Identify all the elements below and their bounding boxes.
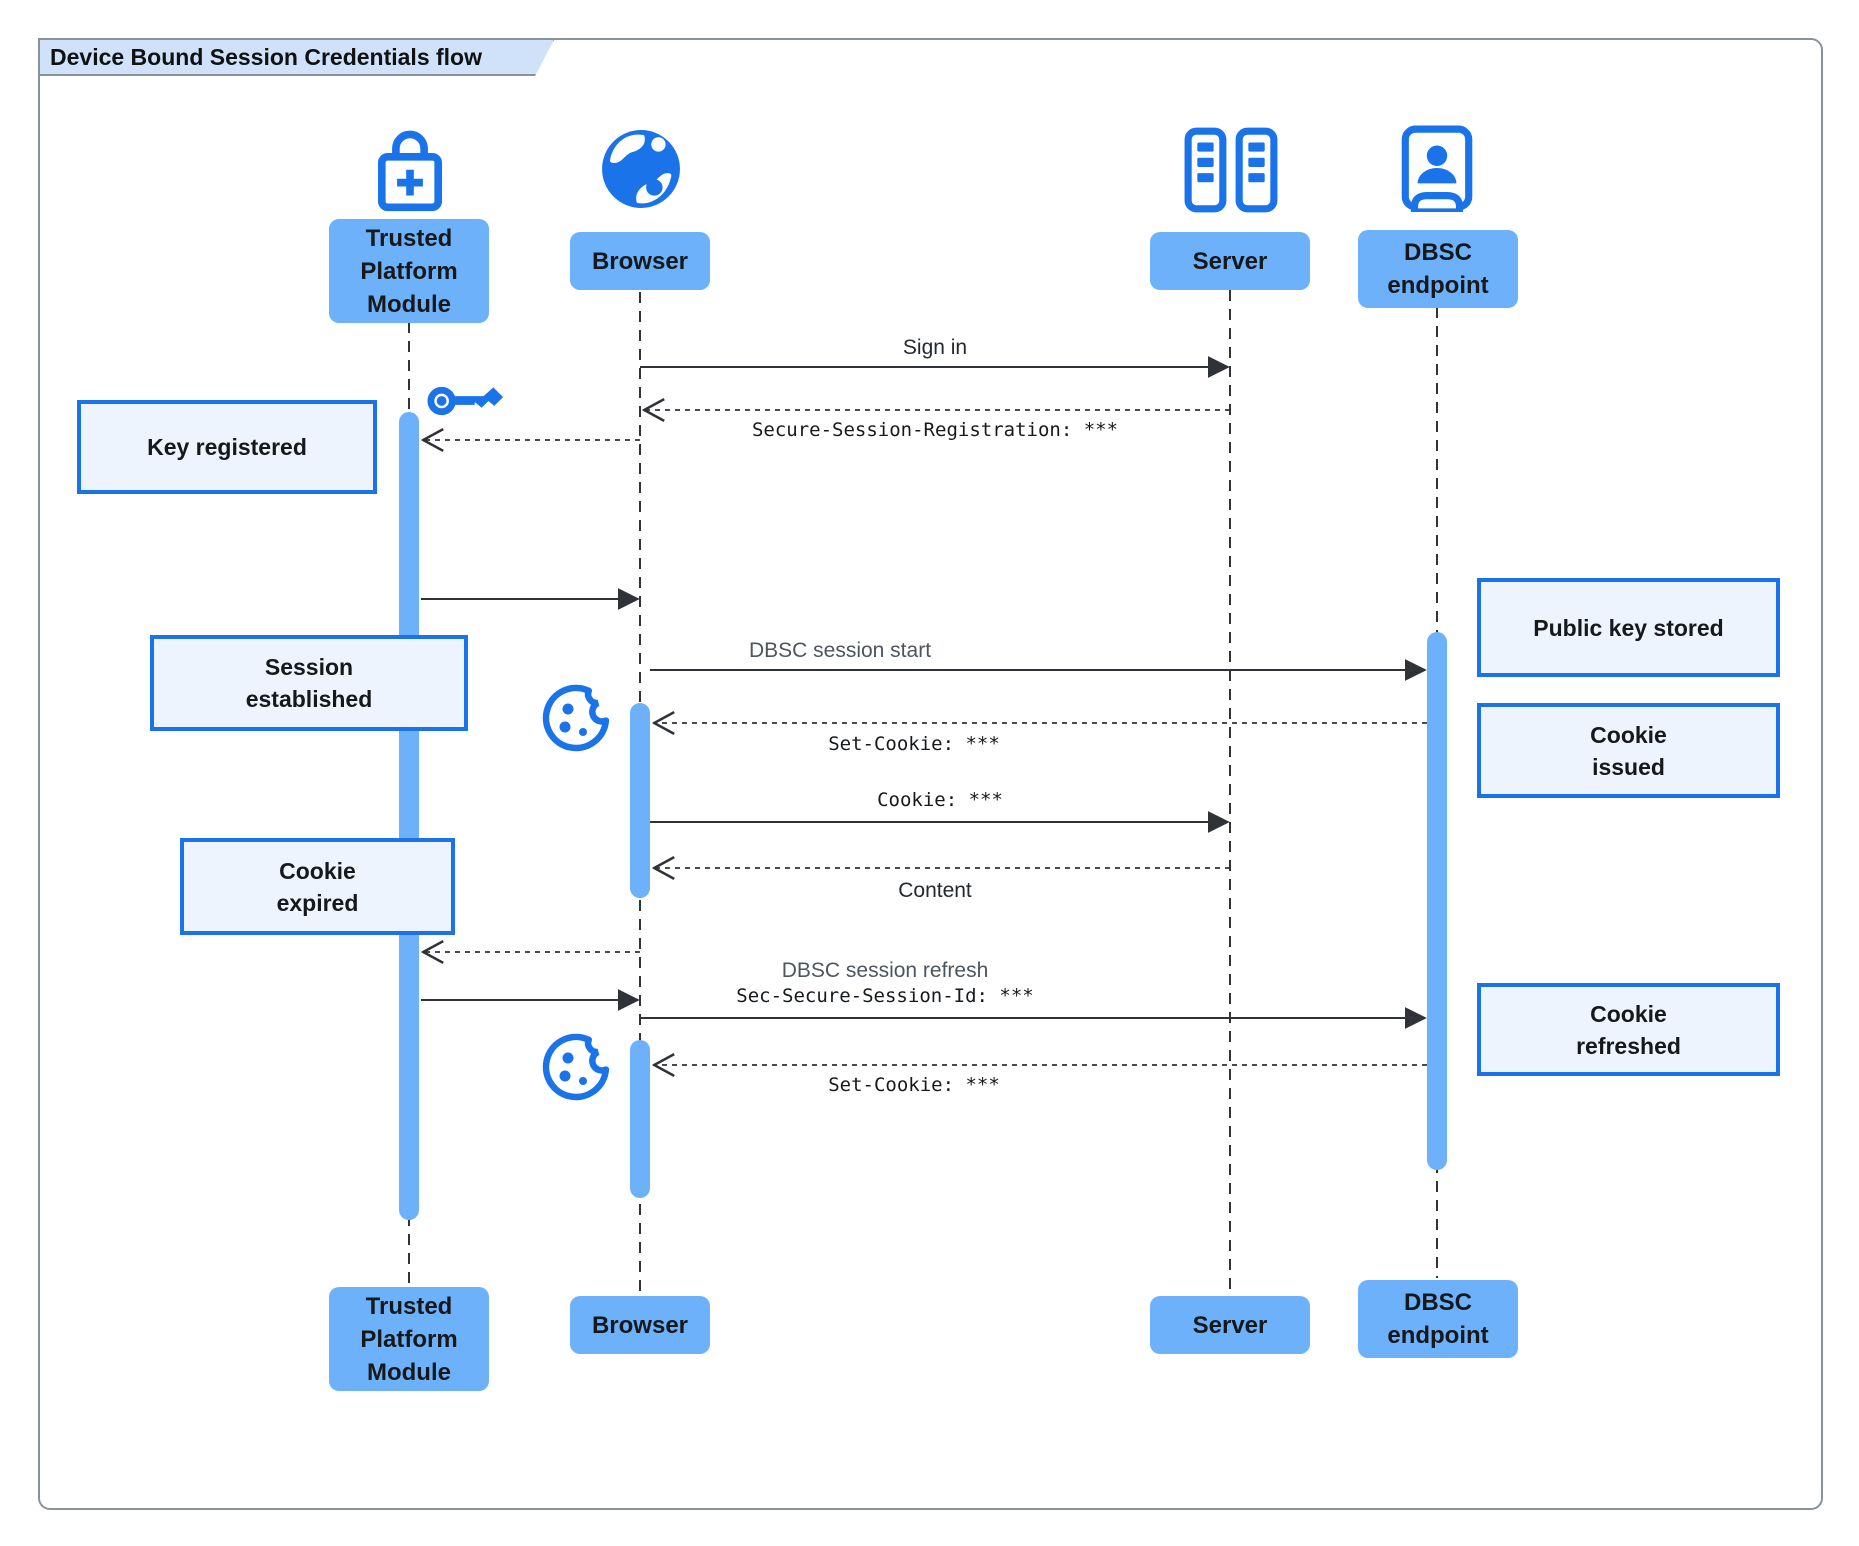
note-public-key-stored: Public key stored <box>1477 578 1780 677</box>
label-sign-in: Sign in <box>902 336 968 359</box>
label-content: Content <box>898 879 972 902</box>
activation-tpm <box>399 412 419 1220</box>
server-racks-icon <box>1182 127 1280 213</box>
cookie-icon <box>538 678 614 754</box>
cookie-icon <box>538 1027 614 1103</box>
actor-tpm-top: Trusted Platform Module <box>329 219 489 323</box>
label-secure-session-registration: Secure-Session-Registration: *** <box>751 419 1119 441</box>
actor-server-bottom: Server <box>1150 1296 1310 1354</box>
activation-browser-2 <box>630 1040 650 1198</box>
label-set-cookie-1: Set-Cookie: *** <box>828 733 1000 755</box>
globe-icon <box>600 128 682 210</box>
label-sec-secure-session-id: Sec-Secure-Session-Id: *** <box>736 985 1034 1007</box>
actor-browser-top: Browser <box>570 232 710 290</box>
actor-dbsc-bottom: DBSC endpoint <box>1358 1280 1518 1358</box>
actor-dbsc-top: DBSC endpoint <box>1358 230 1518 308</box>
key-icon <box>427 377 505 423</box>
label-set-cookie-2: Set-Cookie: *** <box>828 1074 1000 1096</box>
note-cookie-issued: Cookie issued <box>1477 703 1780 798</box>
activation-browser-1 <box>630 703 650 898</box>
id-badge-icon <box>1400 124 1474 212</box>
activation-dbsc <box>1427 632 1447 1170</box>
note-key-registered: Key registered <box>77 400 377 494</box>
actor-server-top: Server <box>1150 232 1310 290</box>
note-session-established: Session established <box>150 635 468 731</box>
actor-tpm-bottom: Trusted Platform Module <box>329 1287 489 1391</box>
diagram-title: Device Bound Session Credentials flow <box>38 38 555 76</box>
label-dbsc-session-start: DBSC session start <box>748 639 932 662</box>
note-cookie-refreshed: Cookie refreshed <box>1477 983 1780 1076</box>
diagram-border <box>38 38 1823 1510</box>
label-cookie: Cookie: *** <box>877 789 1003 811</box>
label-dbsc-session-refresh: DBSC session refresh <box>781 959 989 982</box>
note-cookie-expired: Cookie expired <box>180 838 455 935</box>
actor-browser-bottom: Browser <box>570 1296 710 1354</box>
lock-plus-icon <box>371 118 449 212</box>
